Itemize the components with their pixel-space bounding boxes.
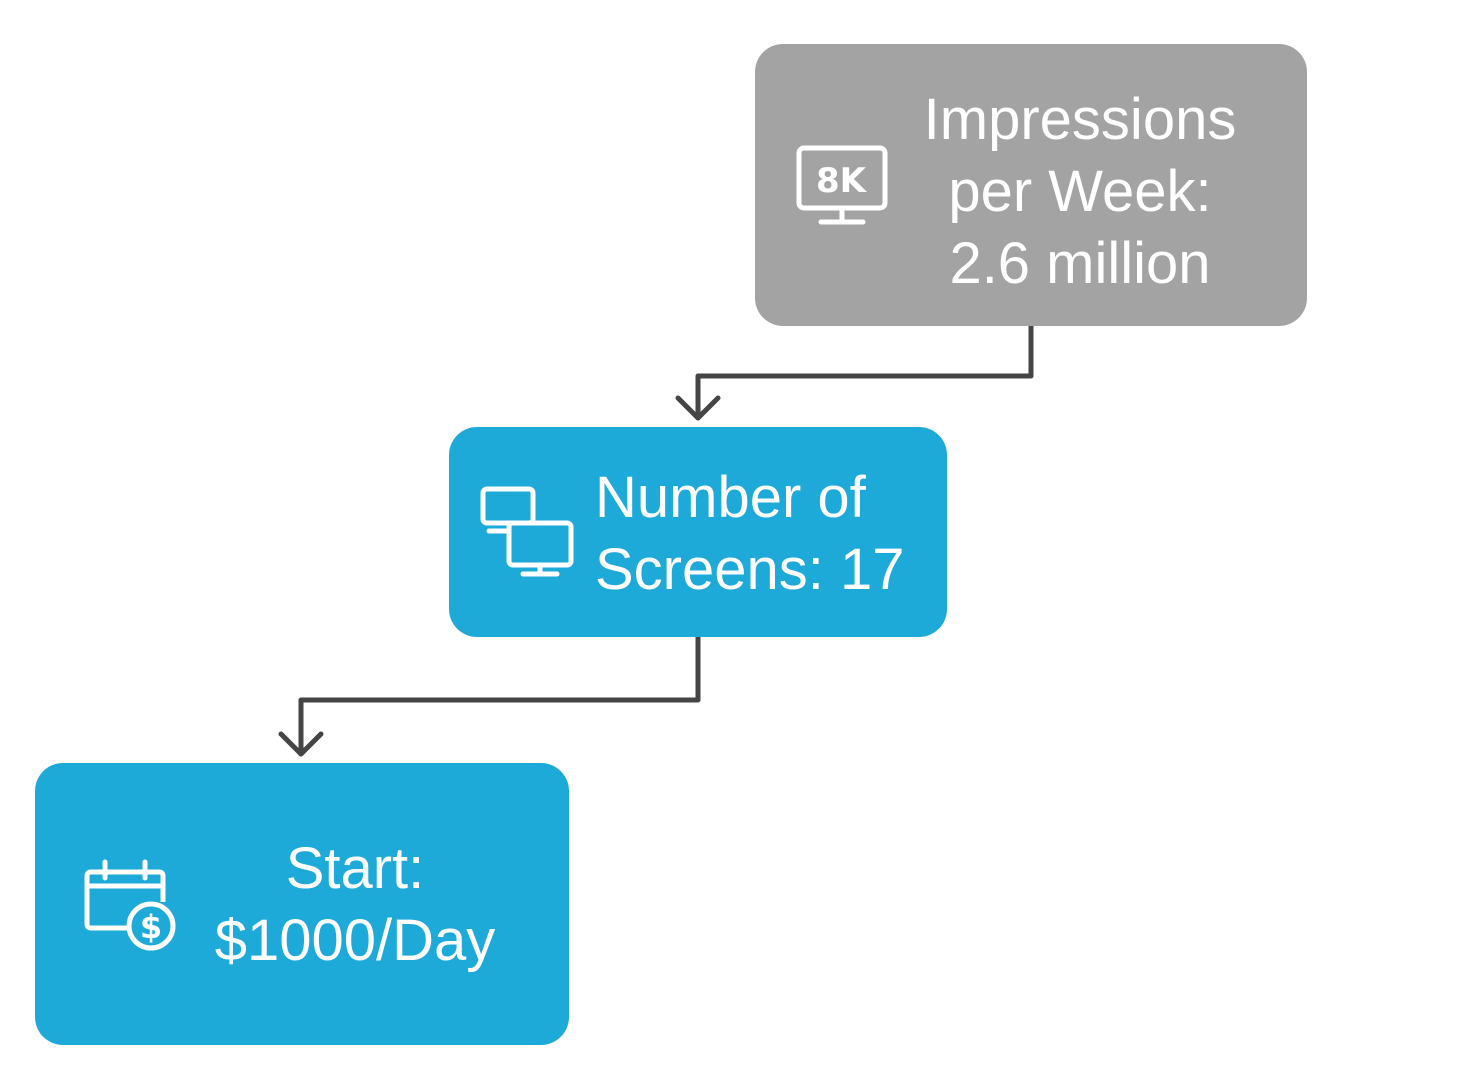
screens-node: Number of Screens: 17 bbox=[449, 427, 947, 637]
svg-text:$: $ bbox=[140, 908, 162, 946]
impressions-node: 8K Impressions per Week: 2.6 million bbox=[755, 44, 1307, 326]
screens-text: Number of Screens: 17 bbox=[595, 462, 905, 606]
multiple-monitors-icon bbox=[480, 486, 574, 577]
edge-screens-to-start bbox=[278, 634, 701, 757]
svg-text:8K: 8K bbox=[816, 161, 868, 201]
connector-line bbox=[695, 323, 1034, 421]
screens-line-2: Screens: 17 bbox=[595, 537, 905, 602]
impressions-line-3: 2.6 million bbox=[949, 231, 1211, 296]
start-text: Start: $1000/Day bbox=[195, 833, 515, 977]
arrowhead bbox=[675, 395, 721, 421]
impressions-line-2: per Week: bbox=[948, 159, 1212, 224]
start-line-1: Start: bbox=[285, 836, 425, 901]
connector-line bbox=[298, 634, 701, 757]
start-node: $ Start: $1000/Day bbox=[35, 763, 569, 1045]
impressions-text: Impressions per Week: 2.6 million bbox=[905, 84, 1255, 300]
arrowhead bbox=[278, 731, 324, 757]
8k-monitor-icon: 8K bbox=[796, 145, 888, 225]
screens-line-1: Number of bbox=[595, 465, 866, 530]
calendar-dollar-icon: $ bbox=[84, 859, 176, 951]
start-line-2: $1000/Day bbox=[214, 908, 496, 973]
edge-impressions-to-screens bbox=[675, 323, 1034, 421]
impressions-line-1: Impressions bbox=[923, 87, 1237, 152]
